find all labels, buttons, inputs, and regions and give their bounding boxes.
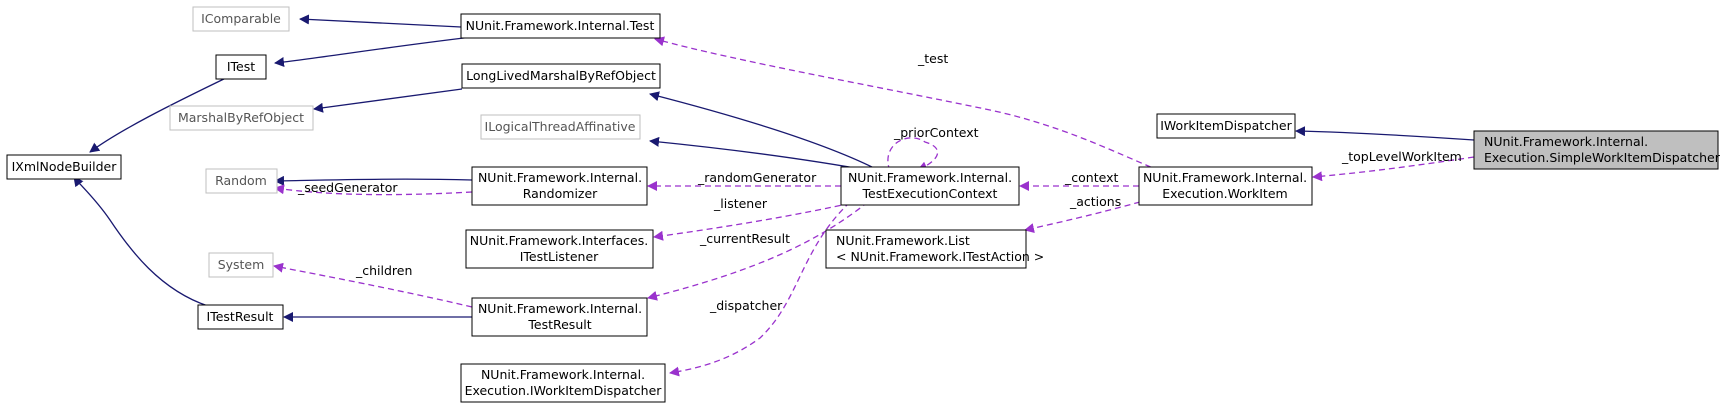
class-iworkitemdispatcher[interactable]: IWorkItemDispatcher [1156,113,1296,139]
edge-test-to-itest [274,36,473,67]
edge-label-actions: _actions [1069,194,1121,209]
class-name: Random [215,173,267,188]
class-name-line-2: TestExecutionContext [862,186,998,201]
class-name: IWorkItemDispatcher [1160,118,1292,133]
class-name: IXmlNodeBuilder [12,159,118,174]
class-execution-iworkitemdispatcher[interactable]: NUnit.Framework.Internal. Execution.IWor… [460,363,666,403]
edge-label-context: _context [1064,170,1118,185]
class-name-line-2: Execution.WorkItem [1162,186,1287,201]
edge-itestresult-to-ixmlnodebuilder [73,176,209,307]
class-name-line-1: NUnit.Framework.Internal. [848,170,1012,185]
edge-label-listener: _listener [713,196,768,211]
class-simpleworkitemdispatcher[interactable]: NUnit.Framework.Internal. Execution.Simp… [1473,130,1721,170]
edge-tec-to-itestlistener [653,200,861,241]
edge-randomizer-to-random [274,184,473,196]
inheritance-edges [73,14,1475,322]
class-name: ITestResult [207,309,274,324]
class-testexecutioncontext[interactable]: NUnit.Framework.Internal. TestExecutionC… [840,166,1020,206]
class-name-line-2: ITestListener [520,249,599,264]
edge-label-top-level-work-item: _topLevelWorkItem [1341,149,1462,164]
edge-tec-to-iworkitemdispatcher [669,201,851,377]
class-name: IComparable [201,11,281,26]
class-workitem[interactable]: NUnit.Framework.Internal. Execution.Work… [1138,166,1313,206]
class-name-line-2: Execution.SimpleWorkItemDispatcher [1484,150,1721,165]
edge-testresult-to-system [273,262,473,308]
edge-workitem-to-test [654,36,1161,172]
edge-tec-to-longlived [649,91,881,172]
class-name: NUnit.Framework.Internal.Test [466,18,655,33]
class-nunit-framework-internal-test[interactable]: NUnit.Framework.Internal.Test [460,13,661,39]
class-testresult[interactable]: NUnit.Framework.Internal. TestResult [471,297,648,337]
class-system[interactable]: System [208,252,274,278]
class-nunit-framework-list[interactable]: NUnit.Framework.List < NUnit.Framework.I… [825,229,1044,269]
class-name-line-1: NUnit.Framework.Internal. [478,301,642,316]
edge-label-random-generator: _randomGenerator [697,170,817,185]
class-itestresult[interactable]: ITestResult [197,304,284,330]
usage-edges [273,36,1475,377]
edge-label-prior-context: _priorContext [893,125,979,140]
class-marshalbyrefobject[interactable]: MarshalByRefObject [169,105,314,131]
class-name: System [218,257,265,272]
class-random[interactable]: Random [205,168,278,194]
edge-tec-to-self [887,137,939,172]
edge-test-to-icomparable [299,14,462,28]
class-itest[interactable]: ITest [215,54,267,80]
edge-simple-to-iworkitemdispatcher [1295,126,1475,141]
edge-simple-to-workitem [1312,156,1475,182]
class-name: LongLivedMarshalByRefObject [466,68,656,83]
edge-label-dispatcher: _dispatcher [709,298,783,313]
class-name-line-1: NUnit.Framework.Internal. [1484,134,1648,149]
class-name-line-1: NUnit.Framework.Internal. [1143,170,1307,185]
edge-labels: _test _priorContext _topLevelWorkItem _r… [297,51,1462,313]
class-name: MarshalByRefObject [178,110,304,125]
class-icomparable[interactable]: IComparable [192,6,290,32]
class-name: ITest [227,59,255,74]
edge-label-test: _test [917,51,948,66]
class-randomizer[interactable]: NUnit.Framework.Internal. Randomizer [471,166,648,206]
class-name-line-2: Randomizer [523,186,598,201]
class-name-line-2: TestResult [527,317,591,332]
edge-label-current-result: _currentResult [699,231,790,246]
class-longlivedmarshalbyrefobject[interactable]: LongLivedMarshalByRefObject [461,63,661,89]
edge-randomizer-to-random [274,175,473,186]
class-ixmlnodebuilder[interactable]: IXmlNodeBuilder [6,154,122,180]
class-name-line-1: NUnit.Framework.Internal. [478,170,642,185]
class-name-line-2: Execution.IWorkItemDispatcher [465,383,663,398]
edge-itest-to-ixmlnodebuilder [89,76,229,153]
class-itestlistener[interactable]: NUnit.Framework.Interfaces. ITestListene… [465,229,654,269]
edge-label-seed-generator: _seedGenerator [297,180,398,195]
edge-tec-to-testresult [647,201,869,301]
edge-workitem-to-list [1024,201,1141,233]
class-name: ILogicalThreadAffinative [485,119,636,134]
edge-longlived-to-marshalbyref [313,88,463,113]
edge-tec-to-ilogicalthread [649,136,873,172]
class-name-line-1: NUnit.Framework.List [836,233,970,248]
class-name-line-1: NUnit.Framework.Internal. [481,367,645,382]
class-name-line-1: NUnit.Framework.Interfaces. [470,233,648,248]
class-name-line-2: < NUnit.Framework.ITestAction > [836,249,1044,264]
class-ilogicalthreadaffinative[interactable]: ILogicalThreadAffinative [480,114,641,140]
edge-label-children: _children [355,263,412,278]
